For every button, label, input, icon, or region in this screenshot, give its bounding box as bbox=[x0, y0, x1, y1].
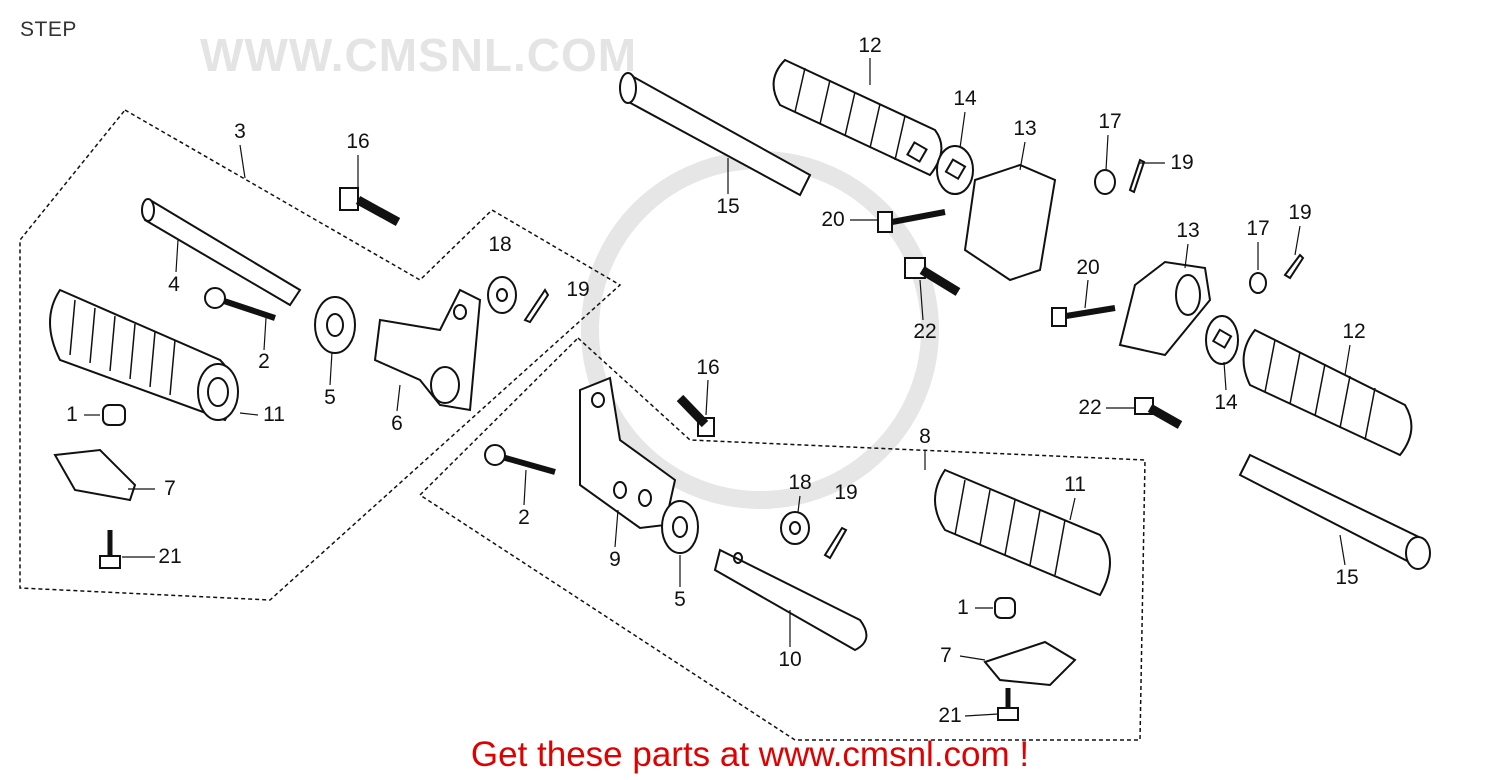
part-label: 1 bbox=[957, 596, 969, 619]
grip-12-right bbox=[1242, 328, 1413, 457]
part-label: 11 bbox=[263, 403, 285, 426]
grip-12-top bbox=[772, 58, 943, 177]
part-label: 4 bbox=[168, 273, 180, 296]
plate-7 bbox=[53, 448, 137, 502]
part-label: 22 bbox=[913, 320, 937, 343]
part-label: 19 bbox=[1288, 201, 1312, 224]
part-label: 19 bbox=[834, 481, 858, 504]
plate-7-lower bbox=[983, 640, 1077, 687]
part-label: 14 bbox=[953, 87, 977, 110]
part-label: 6 bbox=[391, 412, 403, 435]
part-label: 1 bbox=[66, 403, 78, 426]
part-label: 8 bbox=[919, 425, 931, 448]
bracket-9 bbox=[579, 376, 677, 530]
part-label: 20 bbox=[1076, 256, 1100, 279]
part-label: 14 bbox=[1214, 391, 1238, 414]
bracket-13-top bbox=[963, 163, 1057, 282]
part-label: 16 bbox=[696, 356, 720, 379]
part-label: 19 bbox=[566, 278, 590, 301]
part-label: 20 bbox=[821, 208, 845, 231]
part-label: 12 bbox=[858, 34, 882, 57]
part-label: 9 bbox=[609, 548, 621, 571]
part-label: 19 bbox=[1170, 151, 1194, 174]
part-label: 11 bbox=[1064, 473, 1086, 496]
part-label: 2 bbox=[258, 350, 270, 373]
grip-left bbox=[49, 288, 239, 422]
part-label: 7 bbox=[940, 644, 952, 667]
part-label: 3 bbox=[234, 120, 246, 143]
watermark: WWW.CMSNL.COM bbox=[200, 29, 638, 81]
part-label: 7 bbox=[164, 477, 176, 500]
pin-10 bbox=[713, 548, 868, 652]
part-label: 22 bbox=[1078, 396, 1102, 419]
part-label: 13 bbox=[1176, 219, 1200, 242]
part-label: 21 bbox=[158, 545, 182, 568]
bracket-13-right bbox=[1118, 260, 1212, 357]
bracket-6 bbox=[373, 288, 482, 412]
part-label: 13 bbox=[1013, 117, 1037, 140]
part-label: 5 bbox=[674, 588, 686, 611]
part-label: 15 bbox=[1335, 566, 1359, 589]
part-label: 2 bbox=[518, 506, 530, 529]
part-label: 15 bbox=[716, 195, 740, 218]
assembly-box-left bbox=[19, 109, 622, 601]
part-label: 18 bbox=[788, 471, 812, 494]
part-label: 12 bbox=[1342, 320, 1366, 343]
shop-link-banner[interactable]: Get these parts at www.cmsnl.com ! bbox=[470, 735, 1030, 774]
grip-11-lower bbox=[934, 468, 1111, 597]
pin-15-bottom bbox=[1238, 453, 1427, 567]
part-label: 18 bbox=[488, 233, 512, 256]
diagram-title: STEP bbox=[20, 18, 77, 41]
part-label: 21 bbox=[938, 704, 962, 727]
part-label: 10 bbox=[778, 648, 802, 671]
part-label: 5 bbox=[324, 386, 336, 409]
part-label: 17 bbox=[1246, 217, 1270, 240]
part-label: 17 bbox=[1098, 110, 1122, 133]
part-label: 16 bbox=[346, 130, 370, 153]
